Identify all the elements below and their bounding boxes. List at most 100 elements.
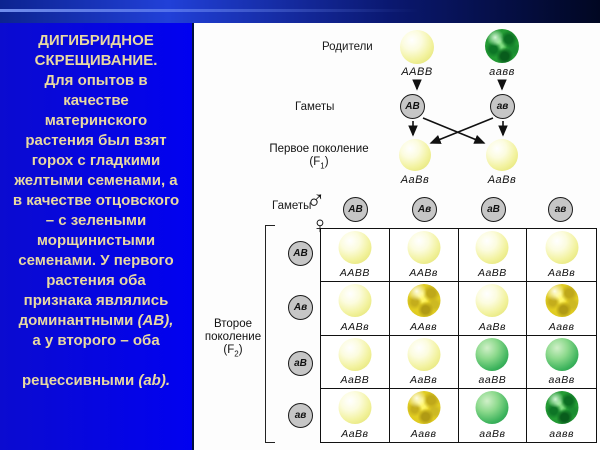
intro-line-italic: (АВ), [137, 312, 174, 329]
row-gamete-circle: ав [288, 403, 313, 428]
punnett-cell: ааВв [527, 336, 596, 389]
punnett-pea [545, 231, 579, 264]
arrow-gamete1-to-f1right [422, 117, 486, 144]
intro-line: материнского [44, 112, 148, 129]
col-gamete-circle: АВ [343, 197, 368, 222]
parents-label: Родители [322, 41, 373, 53]
punnett-genotype: ААВв [340, 320, 370, 333]
intro-text: ДИГИБРИДНОЕ СКРЕЩИВАНИЕ. Для опытов в качес… [0, 23, 192, 391]
punnett-genotype: АаВв [547, 267, 576, 280]
intro-line: желтыми семенами, а [14, 172, 178, 189]
punnett-cell: ааВв [459, 388, 528, 442]
intro-line: Для опытов в [44, 72, 148, 89]
intro-line: ДИГИБРИДНОЕ [38, 32, 154, 49]
col-gamete-circle: аВ [481, 197, 506, 222]
col-gamete-circle: ав [548, 197, 573, 222]
f2-gametes-label: Гаметы [272, 200, 312, 212]
parent-gamete-circle: ав [490, 94, 515, 119]
punnett-genotype: АаВВ [477, 267, 507, 280]
intro-text-panel: ДИГИБРИДНОЕ СКРЕЩИВАНИЕ. Для опытов в качес… [0, 23, 192, 450]
punnett-pea [407, 337, 441, 371]
row-gamete-circle: аВ [288, 351, 313, 376]
punnett-genotype: АаВв [341, 428, 369, 440]
row-gamete-circle: АВ [288, 241, 313, 266]
punnett-pea [338, 390, 372, 424]
male-symbol: ♂ [306, 184, 326, 214]
punnett-pea [545, 337, 579, 371]
arrow-gamete2-to-f1left [429, 117, 494, 144]
punnett-genotype: ААВВ [339, 267, 370, 280]
punnett-cell: ааВВ [458, 335, 528, 389]
f1-genotype: АаВв [487, 174, 517, 186]
punnett-genotype: ааВв [479, 428, 506, 440]
intro-line: качестве [63, 92, 129, 109]
intro-line: горох с гладкими [31, 152, 161, 169]
punnett-genotype: аавв [549, 428, 574, 440]
parent-genotype: аавв [489, 66, 515, 78]
f2-symbol: (F2) [223, 344, 243, 359]
punnett-genotype: ААвв [410, 320, 438, 333]
intro-line: семенами. У первого [18, 252, 174, 269]
punnett-cell: Аавв [527, 282, 596, 336]
punnett-genotype: Аавв [548, 320, 575, 333]
punnett-genotype: ааВв [548, 373, 575, 386]
intro-line: признака являлись [23, 292, 169, 309]
intro-line: в качестве отцовского [12, 192, 180, 209]
intro-line: растения оба [46, 272, 146, 289]
punnett-genotype: ААВв [409, 267, 438, 280]
intro-line: – с зелеными [45, 212, 147, 229]
punnett-cell: АаВв [458, 282, 528, 336]
intro-line: морщинистыми [36, 232, 156, 249]
punnett-pea [475, 284, 509, 318]
f1-symbol: (F1) [309, 156, 329, 171]
punnett-pea [338, 284, 372, 318]
punnett-pea [338, 337, 372, 371]
row-gamete-circle: Ав [288, 295, 313, 320]
f2-label-text: поколение [204, 331, 262, 343]
intro-line [4, 351, 188, 371]
parent-pea-yellow-smooth [400, 30, 434, 64]
punnett-cell: ААВв [389, 229, 459, 283]
intro-line: а у второго – оба [32, 332, 160, 349]
f1-pea [486, 139, 518, 171]
punnett-genotype: АаВв [409, 373, 438, 386]
intro-line-italic: (ab). [138, 372, 171, 389]
punnett-pea [407, 284, 441, 318]
intro-line: рецессивными (ab). [21, 372, 171, 389]
diagram-panel: Родители ААВВ аавв Гаметы АВ ав Первое п… [192, 23, 600, 450]
punnett-cell: АаВв [389, 335, 459, 389]
punnett-cell: АаВВ [458, 229, 528, 283]
intro-line: доминантными (АВ), [18, 312, 174, 329]
parent-genotype: ААВВ [401, 66, 433, 78]
punnett-genotype: АаВВ [340, 373, 370, 386]
punnett-pea [475, 231, 509, 264]
f1-label-text: Первое поколение [269, 143, 369, 155]
punnett-genotype: АаВв [478, 320, 507, 333]
f2-label-text: Второе [213, 318, 252, 330]
intro-line: СКРЕЩИВАНИЕ. [34, 52, 158, 69]
f1-genotype: АаВв [400, 174, 430, 186]
punnett-pea [475, 390, 509, 424]
parent-pea-green-wrinkled [485, 29, 519, 63]
top-decoration-band [0, 0, 600, 23]
f1-pea [399, 139, 431, 171]
punnett-cell: АаВв [321, 388, 390, 442]
punnett-cell: АаВв [527, 229, 596, 283]
punnett-pea [475, 337, 509, 371]
intro-line: растения был взят [25, 132, 167, 149]
punnett-genotype: ааВВ [478, 373, 507, 386]
punnett-cell: Аавв [390, 388, 459, 442]
punnett-cell: АаВВ [321, 335, 390, 389]
parent-gamete-circle: АВ [400, 94, 425, 119]
punnett-cell: ААВВ [321, 229, 390, 283]
punnett-pea [545, 284, 579, 318]
f1-generation-label: Первое поколение (F1) [264, 143, 374, 172]
punnett-cell: ААвв [389, 282, 459, 336]
col-gamete-circle: Ав [412, 197, 437, 222]
punnett-pea [407, 231, 441, 264]
punnett-genotype: Аавв [410, 428, 437, 440]
punnett-pea [338, 231, 372, 264]
gametes-label: Гаметы [295, 101, 335, 113]
